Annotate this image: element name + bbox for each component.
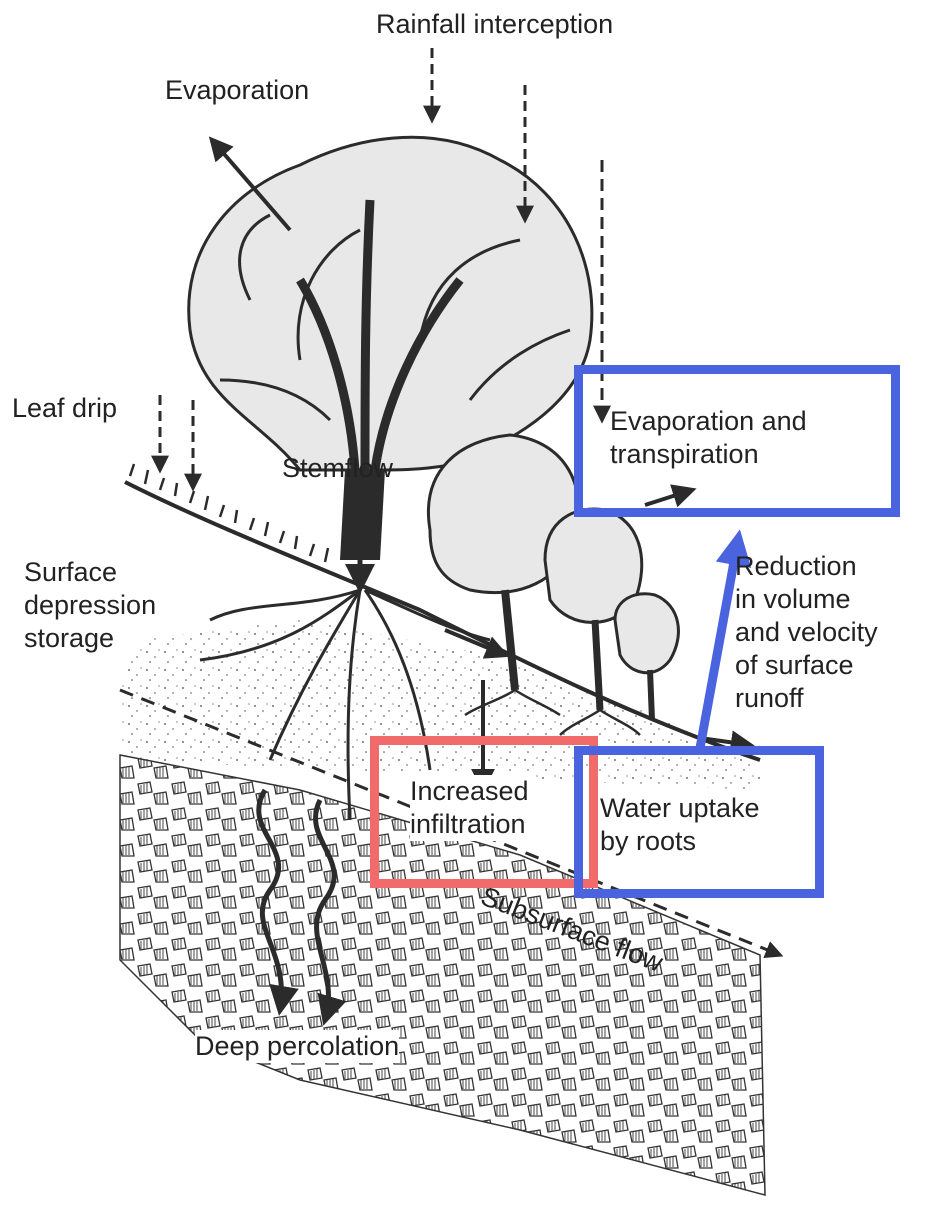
label-rainfall-interception: Rainfall interception	[376, 8, 613, 41]
leaf-drip-arrows	[160, 395, 193, 488]
label-evaporation: Evaporation	[165, 74, 309, 107]
label-water-uptake-by-roots: Water uptake by roots	[600, 792, 760, 858]
blue-connector-arrow	[700, 540, 738, 748]
label-leaf-drip: Leaf drip	[12, 392, 117, 425]
label-stemflow: Stemflow	[282, 452, 393, 485]
label-reduction-in-runoff: Reduction in volume and velocity of surf…	[735, 550, 878, 715]
label-increased-infiltration: Increased infiltration	[410, 775, 529, 841]
label-surface-depression-storage: Surface depression storage	[24, 556, 156, 655]
label-deep-percolation: Deep percolation	[195, 1030, 399, 1063]
label-evaporation-and-transpiration: Evaporation and transpiration	[610, 405, 807, 471]
